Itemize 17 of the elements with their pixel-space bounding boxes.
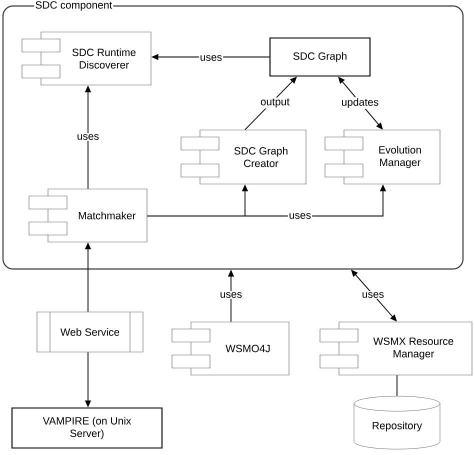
database-cylinder: Repository <box>354 396 440 450</box>
edge-label: uses <box>360 291 386 299</box>
edge-label: output <box>259 98 291 108</box>
component-box: SDC Graph Creator <box>180 130 306 184</box>
component-box: SDC Runtime Discoverer <box>22 32 152 86</box>
edge-label: updates <box>340 97 380 109</box>
component-box: Matchmaker <box>28 188 148 242</box>
edge-label: uses <box>288 212 312 220</box>
service-box: Web Service <box>36 312 144 352</box>
component-box: WSMO4J <box>172 322 290 376</box>
process-box: VAMPIRE (on Unix Server) <box>11 407 163 449</box>
edge-label: uses <box>198 54 224 62</box>
component-box: WSMX Resource Manager <box>320 322 472 376</box>
process-box: SDC Graph <box>269 37 371 77</box>
component-box: Evolution Manager <box>324 130 440 184</box>
edge-label: uses <box>218 291 244 299</box>
edge-label: uses <box>76 133 100 141</box>
